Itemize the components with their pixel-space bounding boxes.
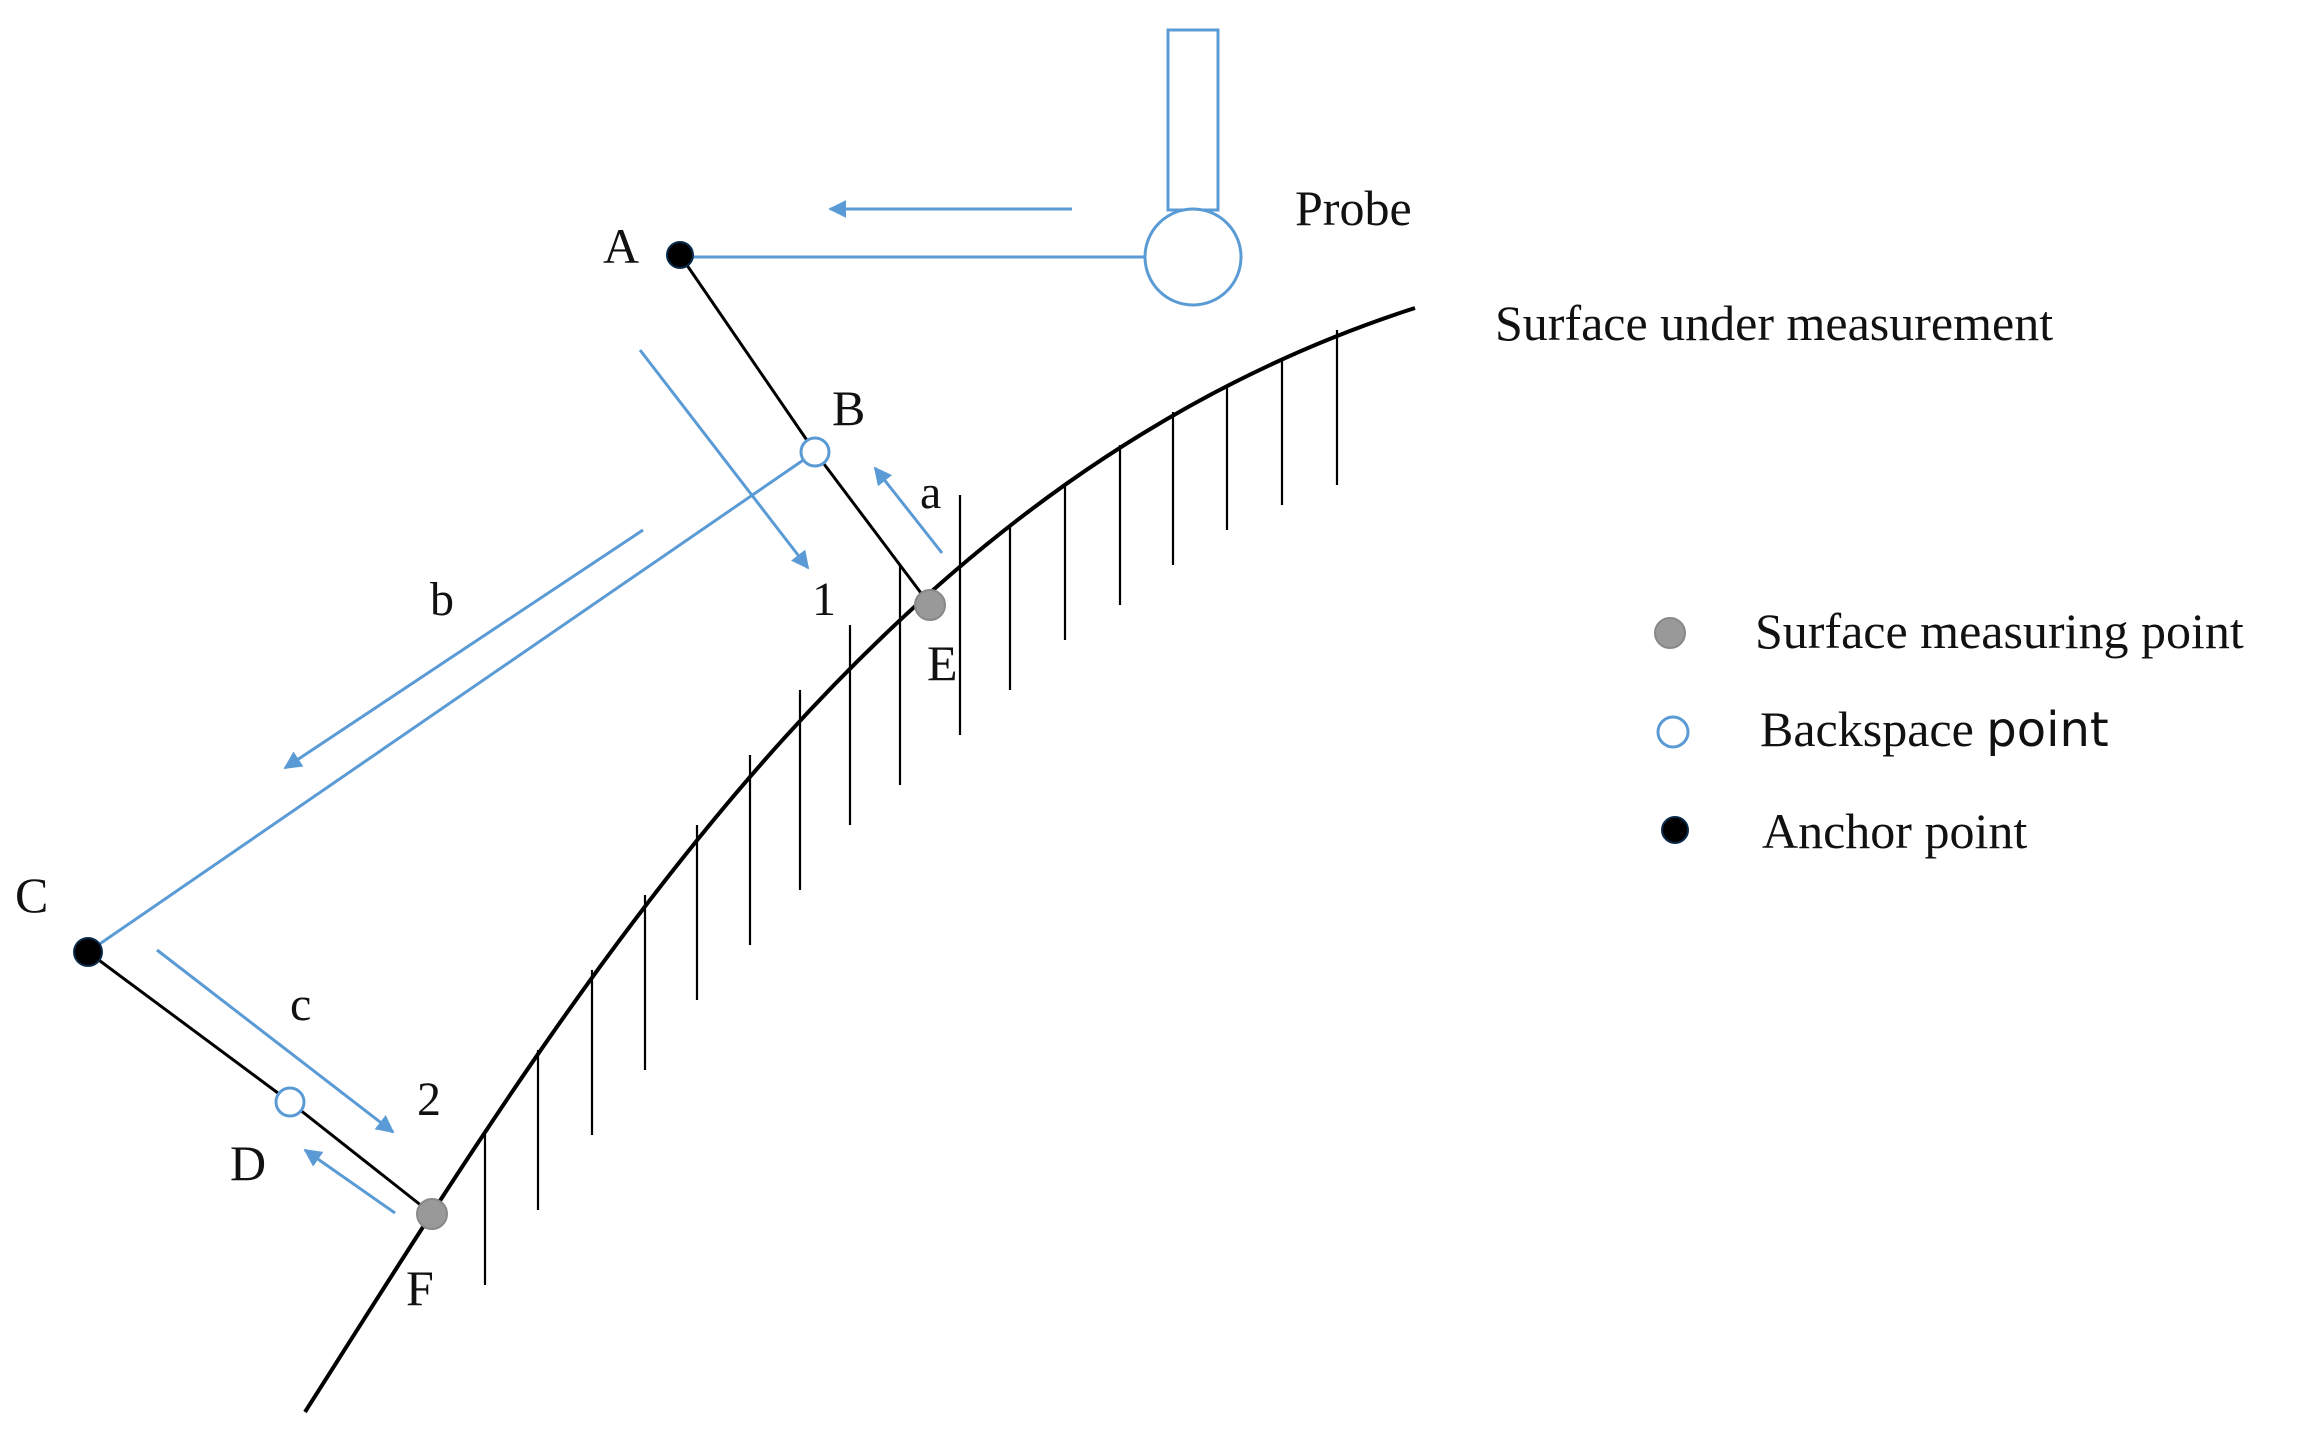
arrow-1 — [638, 349, 810, 570]
label-step-1: 1 — [812, 573, 836, 626]
legend-anchor-text: Anchor point — [1762, 803, 2027, 859]
legend-backspace-prefix: Backspace — [1760, 701, 1986, 757]
label-b: B — [832, 380, 865, 436]
arrow-a — [873, 466, 944, 554]
legend-surface-marker — [1654, 617, 1686, 649]
legend-surface-text: Surface measuring point — [1755, 603, 2244, 659]
legend-anchor-marker — [1661, 816, 1689, 844]
label-path-a: a — [920, 466, 941, 519]
label-path-b: b — [430, 573, 454, 626]
surface-label: Surface under measurement — [1495, 295, 2053, 351]
probe-label: Probe — [1295, 180, 1412, 236]
label-a: A — [603, 218, 639, 274]
probe-stylus-shaft — [1166, 28, 1220, 212]
probe-tip-ball — [1143, 207, 1243, 307]
line-b-c — [87, 450, 816, 954]
arrow-b — [283, 528, 644, 770]
legend-backspace-marker — [1656, 715, 1690, 749]
line-c-d — [87, 950, 291, 1104]
legend-backspace-suffix: point — [1986, 702, 2108, 758]
surface-curve — [303, 306, 1416, 1414]
surface-hatching — [483, 330, 1339, 1285]
probe-icon — [1143, 28, 1243, 307]
label-d: D — [230, 1135, 266, 1191]
legend: Surface measuring point Backspace point … — [1654, 603, 2244, 859]
label-c: C — [15, 867, 48, 923]
surface-point-e — [914, 589, 946, 621]
label-path-c: c — [290, 978, 311, 1031]
line-d-f — [289, 1100, 433, 1216]
anchor-point-a — [666, 241, 694, 269]
surface-point-f — [416, 1198, 448, 1230]
anchor-point-c — [73, 937, 103, 967]
label-step-2: 2 — [417, 1073, 441, 1126]
line-b-e — [813, 451, 932, 606]
label-f: F — [406, 1260, 434, 1316]
legend-backspace-text: Backspace point — [1760, 701, 2109, 758]
label-e: E — [927, 635, 958, 691]
line-a-b — [678, 254, 817, 453]
backspace-point-b — [799, 436, 831, 468]
backspace-point-d — [274, 1086, 306, 1118]
arrow-c — [156, 948, 395, 1134]
arrow-d — [303, 1148, 396, 1215]
